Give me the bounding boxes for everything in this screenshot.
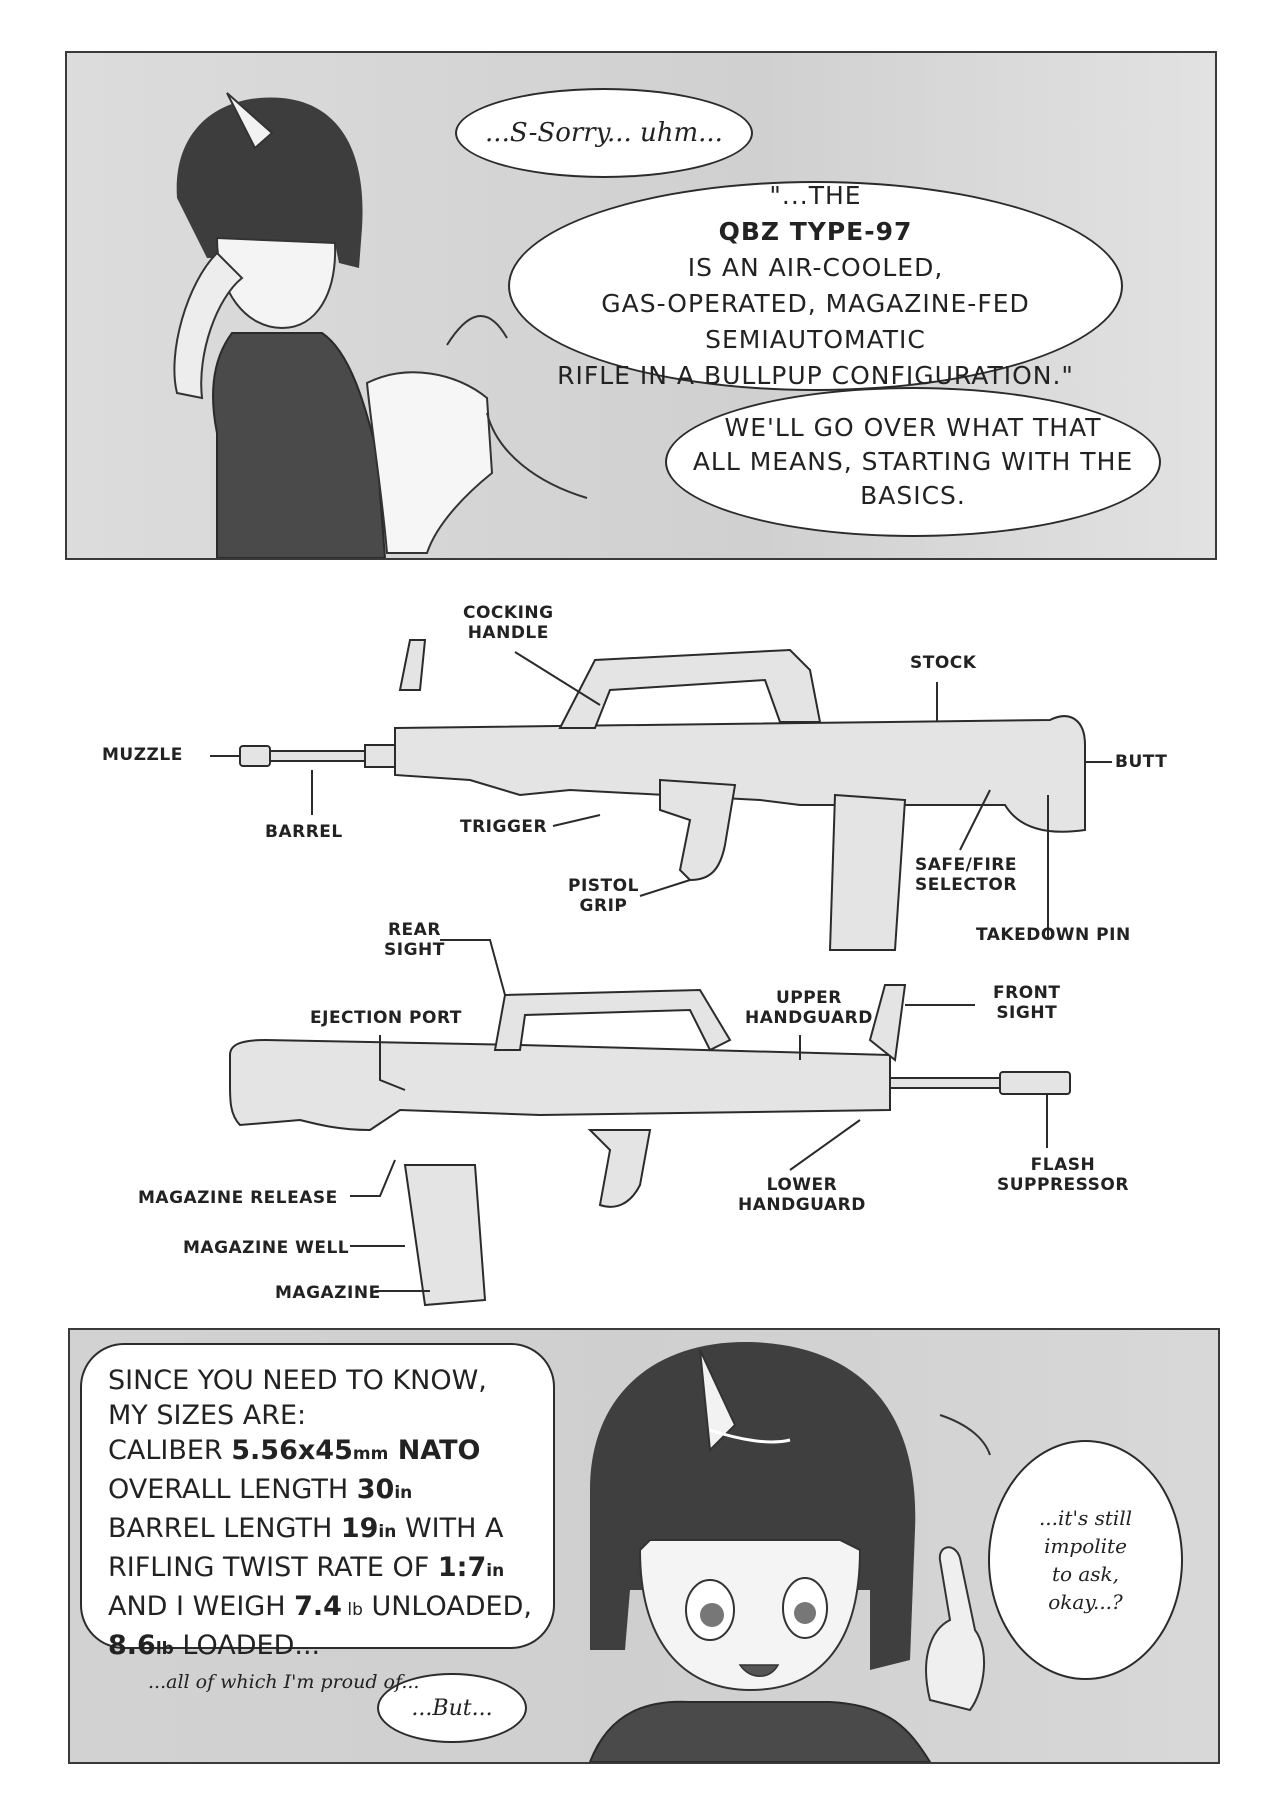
- spec-barrel-length: BARREL LENGTH 19in WITH A: [108, 1513, 504, 1544]
- bubble-impolite-text: ...it's still impolite to ask, okay...?: [1038, 1506, 1133, 1614]
- label-magazine-release: MAGAZINE RELEASE: [138, 1188, 338, 1208]
- label-leader-lines: [210, 651, 1112, 1292]
- rifle-left-side-illustration: [229, 984, 1071, 1307]
- bubble-sorry-text: ...S-Sorry... uhm...: [485, 118, 723, 148]
- qbz-name-bold: QBZ TYPE-97: [718, 217, 913, 246]
- speech-bubble-specifications: SINCE YOU NEED TO KNOW, MY SIZES ARE: CA…: [80, 1343, 555, 1693]
- bubble-but-text: ...But...: [411, 1695, 493, 1721]
- spec-weight-loaded: 8.6lb LOADED...: [108, 1630, 321, 1661]
- label-stock: STOCK: [910, 653, 977, 673]
- character-crying-illustration: [173, 92, 588, 558]
- label-trigger: TRIGGER: [460, 817, 548, 837]
- label-barrel: BARREL: [265, 822, 343, 842]
- spec-proud-text: ...all of which I'm proud of...: [148, 1671, 420, 1693]
- spec-twist-rate: RIFLING TWIST RATE OF 1:7in: [108, 1552, 505, 1583]
- label-butt: BUTT: [1115, 752, 1168, 772]
- character-pointing-illustration: [588, 1341, 991, 1762]
- label-muzzle: MUZZLE: [102, 745, 183, 765]
- top-panel: ...S-Sorry... uhm... "...THE QBZ TYPE-97…: [65, 51, 1217, 560]
- speech-bubble-basics: WE'LL GO OVER WHAT THAT ALL MEANS, START…: [665, 387, 1161, 537]
- label-magazine-well: MAGAZINE WELL: [183, 1238, 350, 1258]
- speech-bubble-impolite: ...it's still impolite to ask, okay...?: [988, 1440, 1183, 1680]
- spec-overall-length: OVERALL LENGTH 30in: [108, 1474, 413, 1505]
- rifle-right-side-illustration: [239, 639, 1086, 951]
- spec-weight-unloaded: AND I WEIGH 7.4 lb UNLOADED,: [108, 1591, 532, 1622]
- bubble-basics-text: WE'LL GO OVER WHAT THAT ALL MEANS, START…: [692, 413, 1134, 510]
- label-takedown-pin: TAKEDOWN PIN: [976, 925, 1131, 945]
- label-magazine: MAGAZINE: [275, 1283, 381, 1303]
- label-ejection-port: EJECTION PORT: [310, 1008, 462, 1028]
- speech-bubble-qbz: "...THE QBZ TYPE-97 IS AN AIR-COOLED, GA…: [508, 181, 1123, 391]
- speech-bubble-sorry: ...S-Sorry... uhm...: [455, 88, 753, 178]
- spec-caliber: CALIBER 5.56x45mm NATO: [108, 1435, 481, 1466]
- rifle-diagrams: [210, 639, 1112, 1307]
- bubble-qbz-text: "...THE QBZ TYPE-97 IS AN AIR-COOLED, GA…: [557, 181, 1074, 390]
- speech-bubble-but: ...But...: [377, 1673, 527, 1743]
